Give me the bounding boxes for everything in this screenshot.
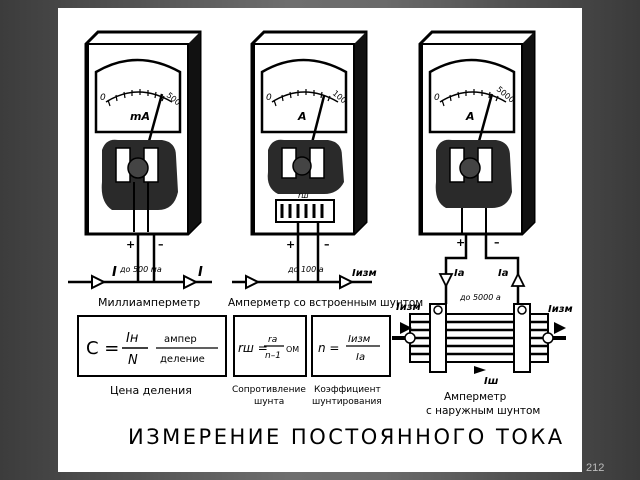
terminal-plus-label: + <box>286 238 295 251</box>
slide: 0 500 mA + – I I до 500 ма Миллиампермет… <box>58 8 582 472</box>
range-label: до 100 а <box>287 265 324 274</box>
formula-lhs: n = <box>318 341 339 355</box>
formula-denominator: Iа <box>356 352 365 363</box>
slide-number: 212 <box>586 462 605 474</box>
meter-window <box>428 58 516 134</box>
formula-shunt-ratio: n = Iизм Iа Коэффициент шунтирования <box>311 315 391 407</box>
formula-unit-bottom: деление <box>160 354 205 365</box>
current-in-label: I <box>112 265 117 280</box>
scale-zero-label: 0 <box>100 93 106 103</box>
formula-shunt-resistance: rш = rа n–1 ОМ Сопротивление шунта <box>232 315 307 407</box>
current-a-in-label: Iа <box>454 268 465 279</box>
meter-caption-line2: с наружным шунтом <box>426 405 540 417</box>
shunt-current-label: Iш <box>484 376 499 387</box>
formula-numerator: Iн <box>126 331 139 346</box>
formula-caption-line2: шунтирования <box>312 397 382 407</box>
meter-window <box>260 58 348 134</box>
milliammeter: 0 500 mA + – I I до 500 ма Миллиампермет… <box>68 30 212 309</box>
current-a-out-label: Iа <box>498 268 509 279</box>
range-label: до 500 ма <box>119 265 162 274</box>
current-out-arrow-icon <box>554 322 566 334</box>
meter-window <box>94 58 182 134</box>
current-in-arrow-icon <box>400 322 412 334</box>
ammeter-internal-shunt: 0 100 A rш + – до 100 а Iизм Амперметр с… <box>228 30 423 309</box>
formula-unit-top: ампер <box>164 334 197 345</box>
shunt-current-arrow-icon <box>474 366 486 374</box>
formula-lhs: C = <box>86 338 119 359</box>
formula-lhs: rш = <box>238 341 268 355</box>
shunt-label: rш <box>298 191 309 200</box>
formula-numerator: rа <box>268 335 277 345</box>
current-out-label: Iизм <box>548 304 573 315</box>
formula-unit: ОМ <box>286 345 299 354</box>
current-in-label: Iизм <box>396 302 421 313</box>
arrow-in-icon <box>245 274 261 290</box>
terminal-minus-label: – <box>158 238 164 251</box>
current-out-label: Iизм <box>352 268 377 279</box>
unit-label: A <box>297 110 307 123</box>
arrow-out-icon <box>339 274 355 290</box>
terminal-plus-label: + <box>456 236 465 249</box>
formula-denominator: n–1 <box>265 351 281 361</box>
external-shunt <box>392 303 566 373</box>
unit-label: A <box>465 110 475 123</box>
terminal-plus-label: + <box>126 238 135 251</box>
terminal-minus-label: – <box>494 236 500 249</box>
formula-caption: Сопротивление <box>232 385 306 395</box>
scale-zero-label: 0 <box>266 93 272 103</box>
arrow-out-icon <box>183 274 199 290</box>
ammeter-external-shunt: 0 5000 A + – Iа Iа до 5000 а <box>392 30 573 417</box>
meter-caption: Амперметр со встроенным шунтом <box>228 297 423 309</box>
diagram-canvas: 0 500 mA + – I I до 500 ма Миллиампермет… <box>68 30 573 449</box>
arrow-a-left-icon <box>438 273 454 289</box>
meter-caption: Миллиамперметр <box>98 296 200 309</box>
formula-division-value: C = Iн N ампер деление Цена деления <box>77 315 227 397</box>
formula-denominator: N <box>128 353 138 368</box>
range-label: до 5000 а <box>459 293 501 302</box>
formula-caption-line2: шунта <box>254 397 284 407</box>
arrow-a-right-icon <box>510 271 526 287</box>
formula-caption: Коэффициент <box>314 385 381 395</box>
diagram-title: ИЗМЕРЕНИЕ ПОСТОЯННОГО ТОКА <box>128 425 565 449</box>
meter-caption: Амперметр <box>444 391 507 403</box>
scale-zero-label: 0 <box>434 93 440 103</box>
terminal-minus-label: – <box>324 238 330 251</box>
current-out-label: I <box>198 265 203 280</box>
formula-numerator: Iизм <box>348 334 371 345</box>
arrow-in-icon <box>91 274 107 290</box>
formula-caption: Цена деления <box>110 384 192 397</box>
unit-label: mA <box>130 110 150 123</box>
